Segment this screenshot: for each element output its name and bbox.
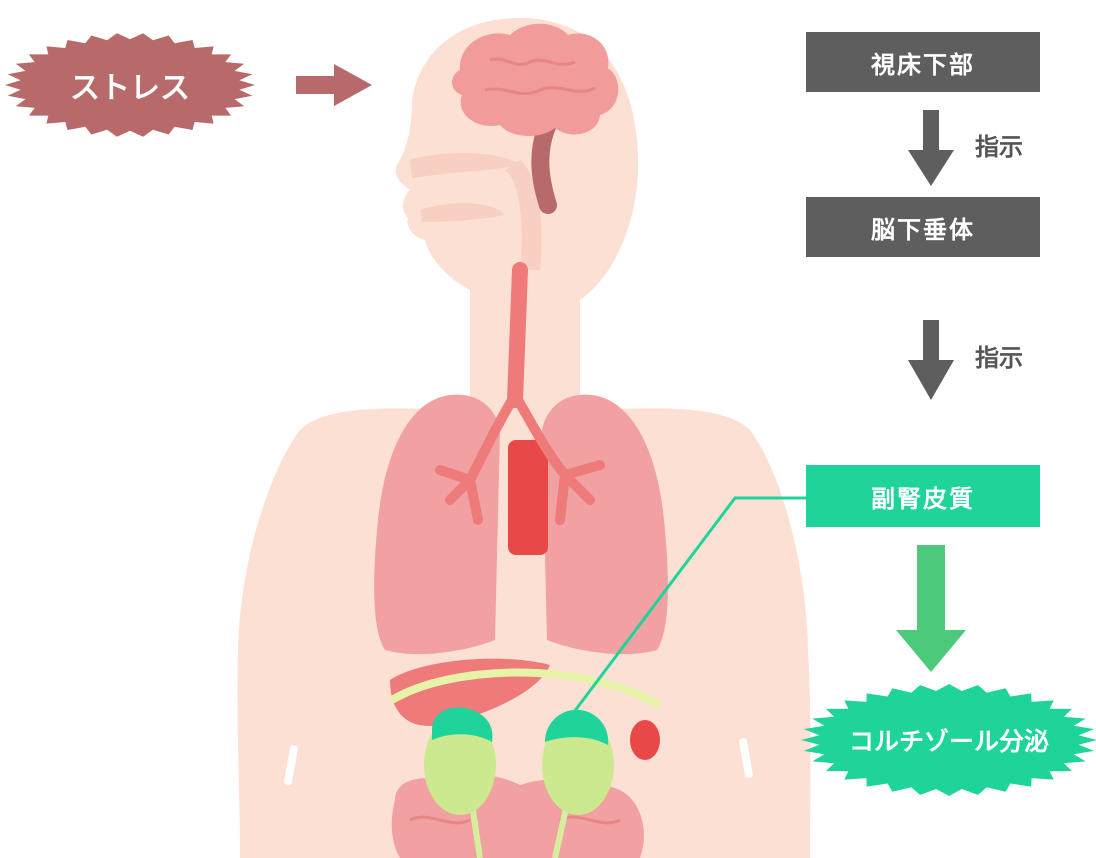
- flow-arrow-3: [896, 545, 966, 672]
- stress-arrow: [296, 64, 372, 106]
- stress-label: ストレス: [20, 55, 240, 115]
- instruction-label-2: 指示: [975, 338, 1023, 373]
- flow-arrow-2-head: [908, 360, 954, 400]
- human-body: [237, 18, 810, 858]
- hypothalamus-box: 視床下部: [806, 32, 1040, 92]
- instruction-label-1: 指示: [975, 127, 1023, 162]
- flow-arrow-3-head: [896, 630, 966, 672]
- flow-arrow-1-shaft: [923, 110, 939, 152]
- aorta: [508, 440, 548, 555]
- stress-arrow-head: [334, 64, 372, 106]
- pituitary-box: 脳下垂体: [806, 197, 1040, 257]
- flow-arrow-1: [908, 110, 954, 186]
- stress-arrow-shaft: [296, 76, 336, 94]
- spleen: [630, 720, 660, 760]
- cortisol-secretion-label: コルチゾール分泌: [815, 710, 1083, 770]
- cerebrum: [452, 24, 618, 136]
- adrenal-cortex-box: 副腎皮質: [806, 465, 1040, 527]
- flow-arrow-2-shaft: [923, 320, 939, 362]
- trachea: [515, 270, 520, 400]
- flow-arrow-1-head: [908, 150, 954, 186]
- flow-arrow-3-shaft: [917, 545, 945, 633]
- flow-arrow-2: [908, 320, 954, 400]
